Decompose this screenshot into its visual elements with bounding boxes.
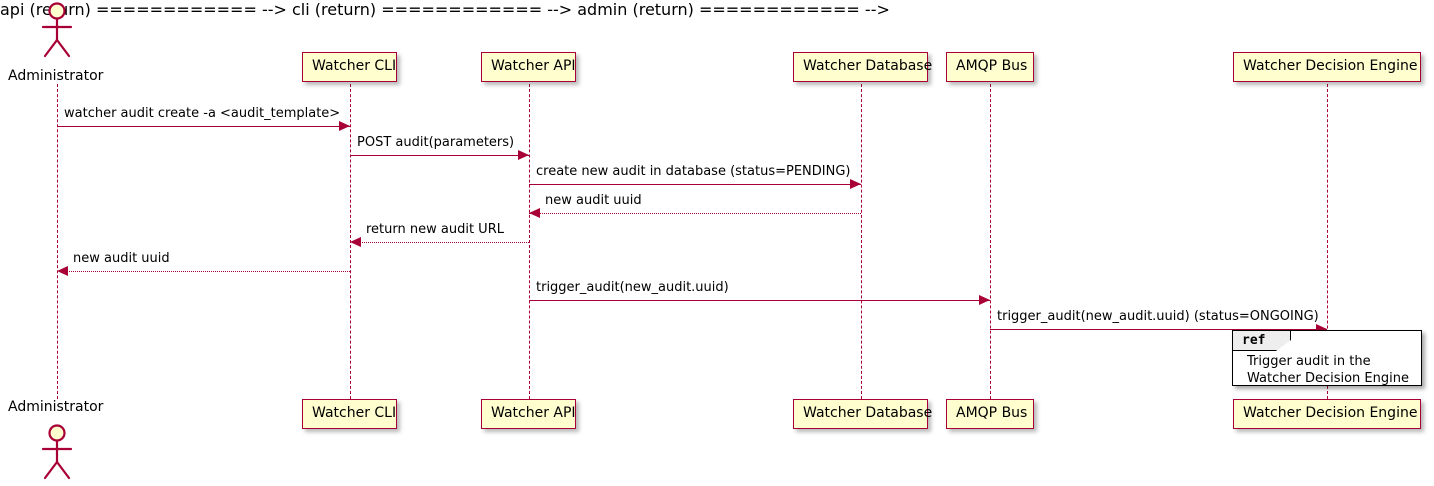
arrow-head-2 (518, 150, 529, 160)
participant-watcher-cli-bottom[interactable]: Watcher CLI (302, 399, 397, 429)
actor-label-administrator-top: Administrator (8, 68, 104, 84)
message-line-4 (529, 213, 861, 214)
message-line-3 (529, 184, 861, 185)
actor-administrator-bottom (34, 424, 80, 480)
lifeline-administrator (57, 84, 58, 399)
participant-watcher-database-top[interactable]: Watcher Database (793, 52, 932, 82)
actor-administrator-top (34, 2, 80, 58)
participant-amqp-bus-top[interactable]: AMQP Bus (946, 52, 1034, 82)
lifeline-watcher-decision-engine (1327, 84, 1328, 399)
message-label-5: return new audit URL (366, 222, 504, 237)
ref-fragment-line-2: Watcher Decision Engine (1247, 371, 1409, 386)
lifeline-watcher-database (861, 84, 862, 399)
participant-watcher-decision-engine-bottom[interactable]: Watcher Decision Engine (1233, 399, 1421, 429)
arrow-head-8 (1316, 324, 1327, 334)
ref-fragment: ref Trigger audit in the Watcher Decisio… (1232, 330, 1422, 386)
arrow-head-5 (350, 237, 361, 247)
message-line-7 (529, 300, 990, 301)
message-line-5 (350, 242, 529, 243)
message-label-3: create new audit in database (status=PEN… (536, 164, 851, 179)
arrow-head-4 (529, 208, 540, 218)
participant-watcher-cli-top[interactable]: Watcher CLI (302, 52, 397, 82)
arrow-head-3 (850, 179, 861, 189)
participant-watcher-api-bottom[interactable]: Watcher API (481, 399, 576, 429)
participant-watcher-api-top[interactable]: Watcher API (481, 52, 576, 82)
arrow-head-6 (57, 266, 68, 276)
arrow-head-1 (339, 121, 350, 131)
message-label-8: trigger_audit(new_audit.uuid) (status=ON… (997, 309, 1319, 324)
lifeline-amqp-bus (990, 84, 991, 399)
message-line-6 (57, 271, 350, 272)
message-label-6: new audit uuid (73, 251, 170, 266)
message-label-2: POST audit(parameters) (357, 135, 515, 150)
actor-label-administrator-bottom: Administrator (8, 399, 104, 415)
participant-watcher-database-bottom[interactable]: Watcher Database (793, 399, 932, 429)
message-line-2 (350, 155, 529, 156)
lifeline-watcher-api (529, 84, 530, 399)
ref-fragment-tab-label: ref (1242, 333, 1266, 348)
message-label-4: new audit uuid (545, 193, 642, 208)
message-line-1 (57, 126, 350, 127)
arrow-head-7 (979, 295, 990, 305)
message-label-1: watcher audit create -a <audit_template> (64, 106, 341, 121)
participant-amqp-bus-bottom[interactable]: AMQP Bus (946, 399, 1034, 429)
participant-watcher-decision-engine-top[interactable]: Watcher Decision Engine (1233, 52, 1421, 82)
message-line-8 (990, 329, 1327, 330)
ref-fragment-line-1: Trigger audit in the (1247, 354, 1371, 369)
message-label-7: trigger_audit(new_audit.uuid) (536, 280, 729, 295)
